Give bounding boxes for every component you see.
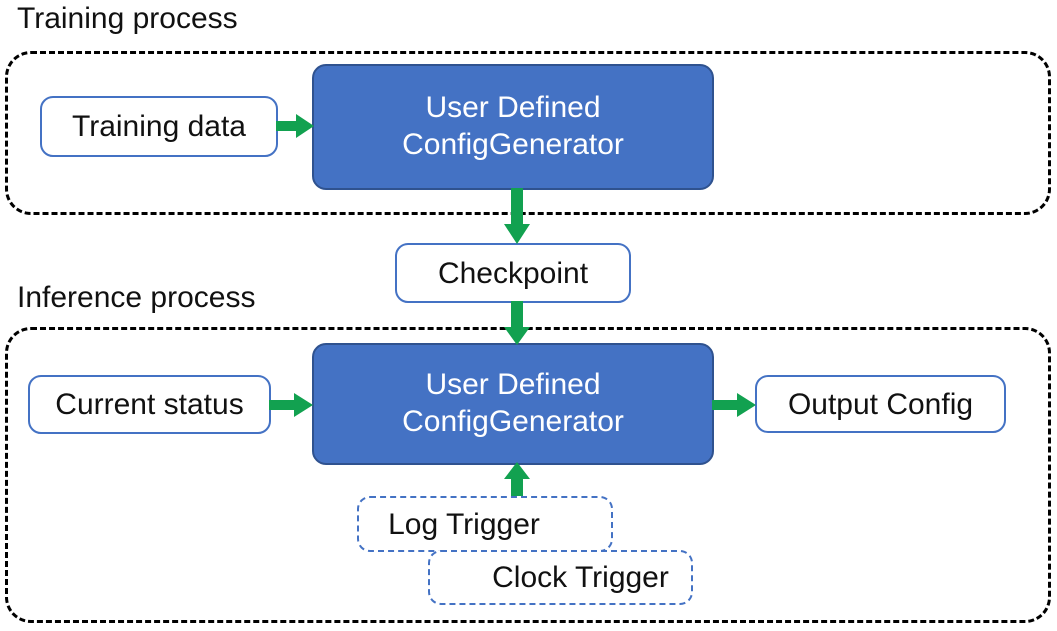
node-label-line2: ConfigGenerator [402,128,624,161]
inference-process-label: Inference process [17,281,256,314]
arrow-config-generator-to-output-config [712,390,758,420]
arrow-triggers-to-config-generator [502,462,532,502]
training-process-container [5,51,1051,215]
training-process-label: Training process [17,2,238,35]
node-user-defined-config-generator-inference[interactable]: User Defined ConfigGenerator [312,343,714,465]
node-label-line2: ConfigGenerator [402,405,624,438]
node-label-line1: User Defined [425,368,601,402]
node-current-status[interactable]: Current status [28,375,271,434]
node-log-trigger[interactable]: Log Trigger [357,496,613,552]
arrow-current-status-to-config-generator [269,390,315,420]
arrow-checkpoint-to-config-generator [502,301,532,347]
arrow-training-data-to-config-generator [276,111,316,141]
node-label-line1: User Defined [425,91,601,125]
node-checkpoint[interactable]: Checkpoint [395,243,631,303]
node-output-config[interactable]: Output Config [755,375,1006,433]
node-training-data[interactable]: Training data [40,96,278,157]
node-clock-trigger[interactable]: Clock Trigger [428,550,693,605]
arrow-config-generator-to-checkpoint [502,188,532,246]
node-user-defined-config-generator-training[interactable]: User Defined ConfigGenerator [312,64,714,190]
